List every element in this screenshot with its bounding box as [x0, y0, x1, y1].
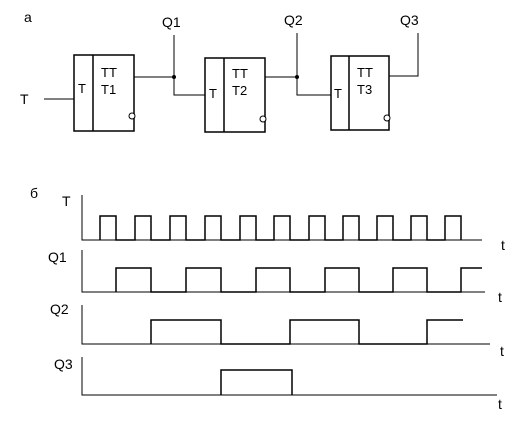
- axis-t: [81, 195, 482, 241]
- flipflop-t3-input-label: T: [334, 86, 342, 101]
- waveform-q3: [220, 369, 293, 395]
- time-axis-label-1: t: [501, 237, 505, 253]
- axis-q3: [81, 357, 497, 396]
- flipflop-t3: T TT T3: [330, 55, 391, 131]
- flipflop-t2-body: [204, 57, 266, 133]
- flipflop-t3-name-label: T3: [357, 82, 372, 97]
- junction-q2: [295, 75, 299, 79]
- waveform-t: [99, 215, 462, 241]
- flipflop-t3-body: [330, 55, 390, 131]
- waveform-q2: [150, 319, 463, 345]
- flipflop-t2: T TT T2: [204, 57, 267, 133]
- wire-q1: [134, 76, 205, 96]
- junction-q1: [172, 75, 176, 79]
- timing-label-t: T: [62, 193, 71, 209]
- timing-label-q1: Q1: [48, 249, 67, 265]
- flipflop-t1: T TT T1: [73, 54, 136, 132]
- time-axis-label-4: t: [498, 396, 502, 412]
- flipflop-t2-input-label: T: [209, 86, 217, 101]
- flipflop-t1-input-label: T: [78, 81, 86, 96]
- q3-output-label: Q3: [400, 12, 419, 28]
- flipflop-t2-name-label: T2: [232, 83, 247, 98]
- flipflop-t1-body: [73, 54, 135, 132]
- flipflop-t3-type-label: TT: [357, 65, 373, 80]
- timing-axes: [81, 195, 497, 396]
- wire-q3: [389, 33, 419, 77]
- time-axis-label-2: t: [498, 289, 502, 305]
- axis-q2: [81, 305, 490, 345]
- axis-q1: [81, 250, 485, 293]
- timing-label-q2: Q2: [50, 301, 69, 317]
- part-b-label: б: [30, 185, 38, 201]
- waveform-q1: [115, 267, 482, 293]
- time-axis-label-3: t: [500, 343, 504, 359]
- clock-input-label: T: [20, 91, 29, 107]
- flipflop-t2-type-label: TT: [232, 66, 248, 81]
- flipflop-t1-type-label: TT: [101, 65, 117, 80]
- timing-label-q3: Q3: [54, 356, 73, 372]
- flipflop-t3-inverted-output: [383, 114, 391, 122]
- flipflop-t1-name-label: T1: [101, 82, 116, 97]
- timing-waveforms: [99, 215, 482, 395]
- flipflop-t2-inverted-output: [259, 115, 267, 123]
- q2-output-label: Q2: [284, 12, 303, 28]
- q1-output-label: Q1: [162, 14, 181, 30]
- wire-q2: [265, 76, 331, 96]
- part-a-label: а: [24, 9, 32, 25]
- flipflop-t1-inverted-output: [128, 112, 136, 120]
